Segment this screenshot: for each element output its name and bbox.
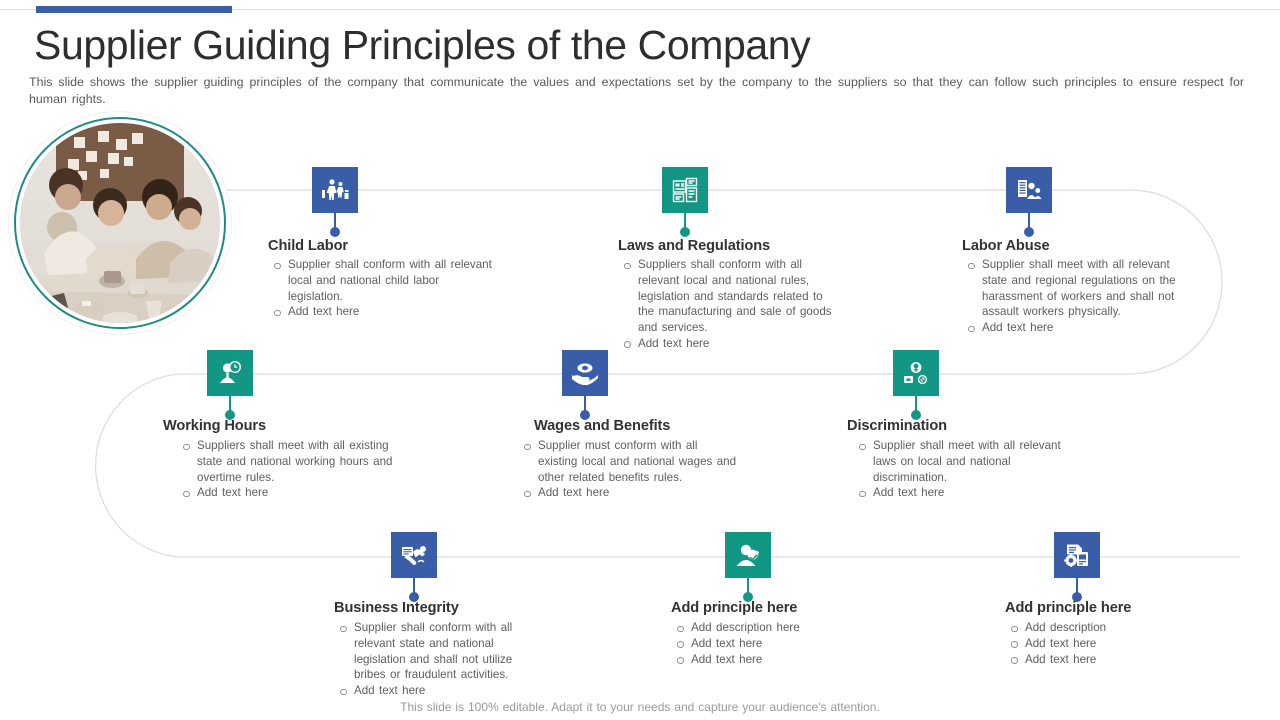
node-stem — [684, 213, 686, 229]
node-dot — [1024, 227, 1034, 237]
node-dot — [1072, 592, 1082, 602]
node-title: Child Labor — [268, 238, 348, 254]
node-title: Working Hours — [163, 418, 267, 434]
list-item: Add text here — [618, 336, 840, 352]
node-stem — [747, 578, 749, 594]
list-item: Add text here — [671, 636, 881, 652]
working-hours-clock-icon — [207, 350, 253, 396]
list-item: Supplier shall meet with all relevant st… — [962, 257, 1184, 320]
node-dot — [409, 592, 419, 602]
node-bullets: Supplier shall conform with all relevant… — [334, 620, 544, 699]
list-item: Add text here — [334, 683, 544, 699]
list-item: Add text here — [671, 652, 881, 668]
node-dot — [580, 410, 590, 420]
business-integrity-handshake-icon — [391, 532, 437, 578]
list-item: Supplier shall conform with all relevant… — [334, 620, 544, 683]
node-bullets: Suppliers shall conform with all relevan… — [618, 257, 840, 352]
regulations-document-icon — [662, 167, 708, 213]
node-title: Business Integrity — [334, 600, 459, 616]
node-bullets: Supplier shall meet with all relevant st… — [962, 257, 1184, 336]
node-title: Discrimination — [847, 418, 947, 434]
node-bullets: Add description here Add text here Add t… — [671, 620, 881, 667]
node-stem — [413, 578, 415, 594]
list-item: Add text here — [962, 320, 1184, 336]
wages-hand-coin-icon — [562, 350, 608, 396]
list-item: Add description — [1005, 620, 1215, 636]
list-item: Add description here — [671, 620, 881, 636]
node-title: Laws and Regulations — [618, 238, 771, 254]
editable-note: This slide is 100% editable. Adapt it to… — [400, 700, 880, 714]
node-stem — [915, 396, 917, 412]
list-item: Add text here — [177, 485, 399, 501]
node-dot — [743, 592, 753, 602]
node-bullets: Supplier shall meet with all relevant la… — [853, 438, 1075, 501]
node-stem — [584, 396, 586, 412]
list-item: Supplier must conform with all existing … — [518, 438, 740, 485]
page-subtitle: This slide shows the supplier guiding pr… — [29, 75, 1244, 106]
discrimination-icon — [893, 350, 939, 396]
node-bullets: Add description Add text here Add text h… — [1005, 620, 1215, 667]
node-dot — [330, 227, 340, 237]
child-labor-icon — [312, 167, 358, 213]
node-dot — [911, 410, 921, 420]
photo-ring — [14, 117, 226, 329]
list-item: Add text here — [518, 485, 740, 501]
node-bullets: Supplier shall conform with all relevant… — [268, 257, 498, 320]
node-dot — [680, 227, 690, 237]
top-accent-bar — [36, 6, 232, 13]
team-photo — [8, 111, 232, 335]
list-item: Add text here — [268, 304, 498, 320]
photo-image — [20, 123, 220, 323]
node-stem — [1076, 578, 1078, 594]
list-item: Suppliers shall meet with all existing s… — [177, 438, 399, 485]
node-bullets: Supplier must conform with all existing … — [518, 438, 740, 501]
node-title: Wages and Benefits — [534, 418, 671, 434]
node-bullets: Suppliers shall meet with all existing s… — [177, 438, 399, 501]
node-stem — [229, 396, 231, 412]
list-item: Supplier shall conform with all relevant… — [268, 257, 498, 304]
list-item: Add text here — [853, 485, 1075, 501]
list-item: Suppliers shall conform with all relevan… — [618, 257, 840, 336]
photo-outer-halo — [8, 111, 232, 335]
document-gear-icon — [1054, 532, 1100, 578]
list-item: Add text here — [1005, 636, 1215, 652]
list-item: Add text here — [1005, 652, 1215, 668]
node-stem — [1028, 213, 1030, 229]
node-title: Labor Abuse — [962, 238, 1050, 254]
person-shield-icon — [725, 532, 771, 578]
node-title: Add principle here — [1005, 600, 1132, 616]
labor-abuse-icon — [1006, 167, 1052, 213]
node-dot — [225, 410, 235, 420]
node-title: Add principle here — [671, 600, 798, 616]
list-item: Supplier shall meet with all relevant la… — [853, 438, 1075, 485]
page-title: Supplier Guiding Principles of the Compa… — [34, 22, 811, 68]
node-stem — [334, 213, 336, 229]
top-divider-line — [0, 9, 1280, 10]
